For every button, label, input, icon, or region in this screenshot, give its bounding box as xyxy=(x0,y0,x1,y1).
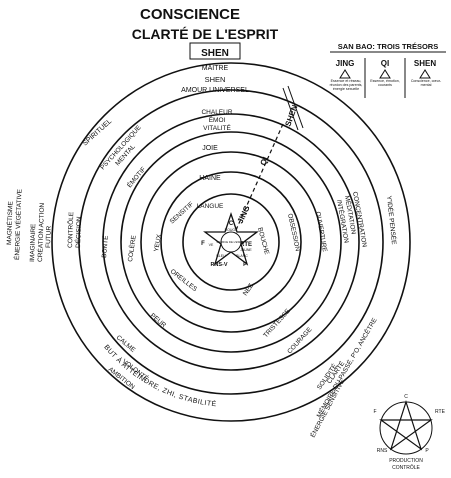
legend-p: P xyxy=(425,448,429,454)
center-dashed-spoke xyxy=(235,123,284,231)
shen-triangle-icon xyxy=(419,69,431,79)
center-rns-v: RNS-V xyxy=(210,262,227,268)
label-obsession: OBSESSION xyxy=(286,213,301,252)
san-bao-shen-desc: Conscience, cœur-mental xyxy=(410,79,442,87)
label-futur: FUTUR xyxy=(45,226,53,249)
ring-5 xyxy=(140,151,322,333)
center-p: P xyxy=(243,262,247,268)
label-decision: DÉCISION xyxy=(73,216,83,248)
ring-2 xyxy=(78,89,384,395)
legend-rte: RTE xyxy=(435,409,446,415)
san-bao-jing-desc: Essence et réseau, réunion des parents, … xyxy=(329,79,363,91)
ring5-langue: LANGUE xyxy=(197,203,224,210)
title-line2: CLARTÉ DE L'ESPRIT xyxy=(132,26,279,42)
ring2-vitalite: VITALITÉ xyxy=(203,123,231,132)
ring1-amour: AMOUR UNIVERSEL xyxy=(181,87,249,94)
ring4-haine: HAINE xyxy=(199,175,221,182)
label-peur: PEUR xyxy=(149,312,168,329)
label-idee-pensee: Y'IDÉE PENSÉE xyxy=(385,195,399,245)
label-controle: CONTRÔLE xyxy=(65,211,75,248)
san-bao-jing: JING xyxy=(336,59,355,68)
san-bao-qi: QI xyxy=(381,59,389,68)
label-colere: COLÈRE xyxy=(125,234,138,262)
shen-box-label: SHEN xyxy=(201,48,229,59)
center-core: SOURCE DE L'ESPRIT xyxy=(216,240,246,244)
ring-3 xyxy=(102,113,360,371)
center-jaune: JAUNE xyxy=(240,248,252,252)
legend-controle: CONTRÔLE xyxy=(392,464,420,471)
san-bao-qi-desc-wrap: Essence, émotion, courants xyxy=(370,79,400,87)
center-blanc: BLANC xyxy=(236,254,248,258)
san-bao-qi-desc: Essence, émotion, courants xyxy=(370,79,400,87)
axis-jing: JING xyxy=(236,204,252,225)
axis-qi: QI xyxy=(259,156,271,167)
label-creation: CRÉATION ACTION xyxy=(35,202,46,262)
center-c: C xyxy=(229,221,234,227)
ring2-chaleur: CHALEUR xyxy=(201,109,232,116)
legend-c: C xyxy=(404,394,408,400)
qi-triangle-icon xyxy=(379,69,391,79)
shen-box xyxy=(189,42,241,60)
label-ouverture: OUVERTURE xyxy=(314,211,328,253)
ring-inner xyxy=(182,193,280,291)
center-core-circle xyxy=(220,231,242,253)
title-line1: CONSCIENCE xyxy=(140,6,240,23)
san-bao-title: SAN BAO: TROIS TRÉSORS xyxy=(338,42,438,51)
label-yeux: YEUX xyxy=(153,233,163,252)
axis-shen: SHEN xyxy=(283,104,299,128)
ring-6 xyxy=(160,171,302,313)
label-imaginaire: IMAGINAIRE xyxy=(29,223,37,262)
san-bao-shen-desc-wrap: Conscience, cœur-mental xyxy=(410,79,442,87)
label-energie-vegetative: ÉNERGIE VÉGÉTATIVE xyxy=(12,188,23,260)
ring-outer xyxy=(51,62,411,422)
legend-rns: RNS xyxy=(377,448,388,454)
legend-production: PRODUCTION xyxy=(389,458,423,464)
san-bao-shen: SHEN xyxy=(414,59,436,68)
ring-4 xyxy=(120,131,342,353)
center-rouge: ROUGE xyxy=(225,228,239,232)
shen-spoke-b xyxy=(287,85,304,129)
ring2-emoi: ÉMOI xyxy=(209,115,226,124)
legend-pentagram-icon xyxy=(379,400,433,451)
label-magnetisme: MAGNÉTISME xyxy=(4,200,15,245)
center-bleu: BLEU xyxy=(216,254,226,258)
maitre-label: MAÎTRE xyxy=(202,63,229,72)
ring1-shen: SHEN xyxy=(205,75,226,84)
label-bonte: BONTÉ xyxy=(99,234,110,258)
jing-triangle-icon xyxy=(339,69,351,79)
label-bouche: BOUCHE xyxy=(256,227,270,256)
label-courage: COURAGE xyxy=(286,326,314,356)
center-ve: VE xyxy=(209,243,214,247)
shen-spoke-a xyxy=(282,87,299,131)
ring3-joie: JOIE xyxy=(202,145,218,152)
center-rte: RTE xyxy=(240,242,252,248)
center-f: F xyxy=(201,241,205,247)
san-bao-jing-desc-wrap: Essence et réseau, réunion des parents, … xyxy=(329,79,363,91)
label-energie-sensitive: ÉNERGIE SENSITIVE xyxy=(308,377,347,439)
label-tristesse: TRISTESSE xyxy=(262,307,292,339)
legend-circle xyxy=(379,401,433,455)
legend-f: F xyxy=(373,409,376,415)
